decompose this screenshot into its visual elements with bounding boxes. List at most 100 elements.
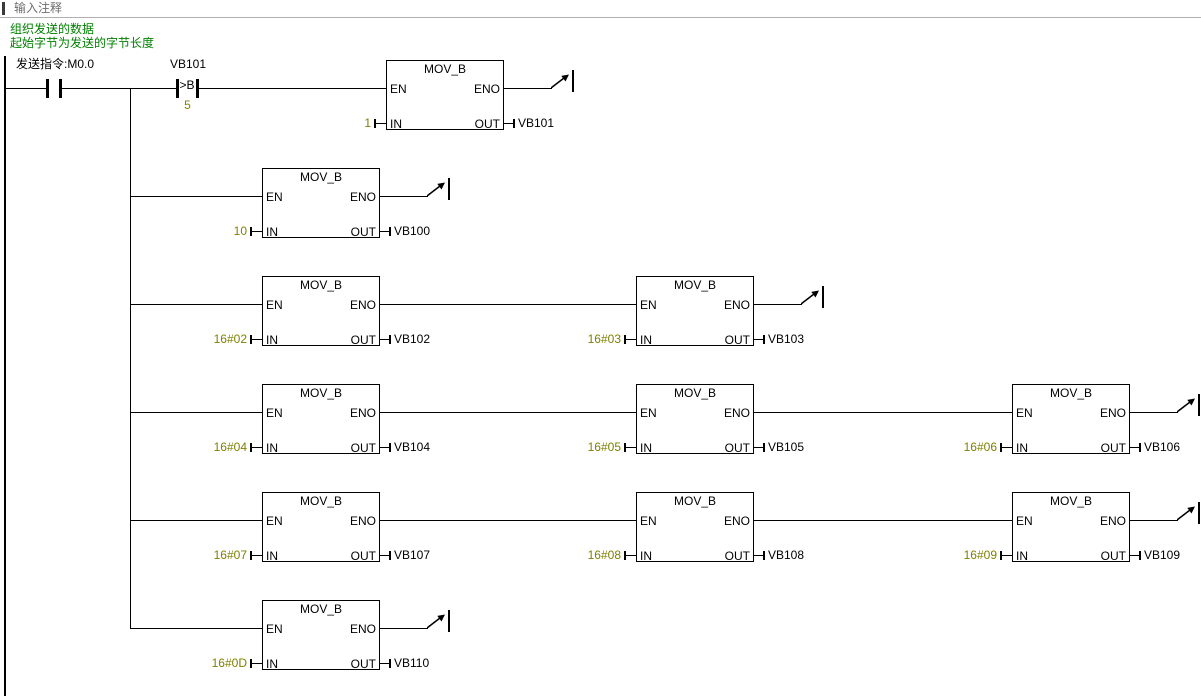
out-operand[interactable]: VB108 (768, 548, 805, 562)
pin-tick (1000, 551, 1002, 560)
continuation-arrow (1177, 394, 1200, 416)
wire (504, 88, 552, 89)
eno-pin-label: ENO (1099, 514, 1126, 528)
movb-block[interactable]: MOV_B EN ENO IN OUT (262, 384, 380, 455)
pin-tick (1000, 443, 1002, 452)
wire (1001, 447, 1012, 448)
in-pin-label: IN (266, 441, 278, 455)
network-comment-line1[interactable]: 组织发送的数据 (10, 22, 95, 36)
block-title: MOV_B (299, 494, 342, 508)
pin-tick (624, 551, 626, 560)
out-operand[interactable]: VB104 (394, 440, 431, 454)
out-operand[interactable]: VB109 (1144, 548, 1181, 562)
en-pin-label: EN (266, 406, 283, 420)
in-pin-label: IN (1016, 441, 1028, 455)
movb-block[interactable]: MOV_B EN ENO IN OUT (636, 492, 754, 563)
in-operand[interactable]: 16#06 (963, 440, 997, 454)
out-operand[interactable]: VB110 (394, 656, 430, 670)
network-comment-line2[interactable]: 起始字节为发送的字节长度 (10, 36, 155, 50)
wire (62, 88, 176, 89)
block-title: MOV_B (299, 278, 342, 292)
out-pin-label: OUT (1100, 441, 1126, 455)
wire (251, 447, 262, 448)
pin-tick (389, 443, 391, 452)
en-pin-label: EN (266, 298, 283, 312)
out-operand[interactable]: VB106 (1144, 440, 1181, 454)
compare-operator: >B (179, 78, 195, 92)
wire (6, 88, 46, 89)
contact-operand[interactable]: 发送指令:M0.0 (16, 57, 95, 71)
wire (130, 520, 262, 521)
movb-block[interactable]: MOV_B EN ENO IN OUT (636, 384, 754, 455)
comment-header-label: 输入注释 (14, 1, 63, 15)
out-operand[interactable]: VB102 (394, 332, 431, 346)
pin-tick (250, 551, 252, 560)
wire (380, 339, 391, 340)
movb-block[interactable]: MOV_B EN ENO IN OUT (262, 600, 380, 671)
wire (754, 555, 765, 556)
wire (251, 555, 262, 556)
continuation-arrow (551, 70, 574, 92)
pin-tick (389, 551, 391, 560)
in-operand[interactable]: 16#05 (587, 440, 621, 454)
eno-pin-label: ENO (1099, 406, 1126, 420)
wire (251, 339, 262, 340)
in-operand[interactable]: 16#07 (213, 548, 247, 562)
wire (754, 447, 765, 448)
out-operand[interactable]: VB107 (394, 548, 431, 562)
en-pin-label: EN (390, 82, 407, 96)
in-operand[interactable]: 16#04 (213, 440, 247, 454)
in-operand[interactable]: 10 (233, 224, 247, 238)
in-operand[interactable]: 16#0D (211, 656, 247, 670)
eno-pin-label: ENO (349, 190, 376, 204)
in-operand[interactable]: 1 (364, 116, 371, 130)
eno-pin-label: ENO (723, 514, 750, 528)
block-title: MOV_B (1049, 386, 1092, 400)
eno-pin-label: ENO (349, 298, 376, 312)
in-operand[interactable]: 16#09 (963, 548, 997, 562)
contact-bar[interactable] (46, 79, 49, 98)
movb-block[interactable]: MOV_B EN ENO IN OUT (262, 492, 380, 563)
compare-operand[interactable]: VB101 (170, 57, 207, 71)
out-pin-label: OUT (724, 441, 750, 455)
compare-bar[interactable] (196, 79, 199, 98)
wire (625, 447, 636, 448)
en-pin-label: EN (1016, 514, 1033, 528)
in-operand[interactable]: 16#08 (587, 548, 621, 562)
in-pin-label: IN (266, 225, 278, 239)
out-operand[interactable]: VB100 (394, 224, 431, 238)
wire (380, 231, 391, 232)
movb-block[interactable]: MOV_B EN ENO IN OUT (262, 276, 380, 347)
out-operand[interactable]: VB105 (768, 440, 805, 454)
block-title: MOV_B (1049, 494, 1092, 508)
in-pin-label: IN (390, 117, 402, 131)
movb-block[interactable]: MOV_B EN ENO IN OUT (636, 276, 754, 347)
movb-block[interactable]: MOV_B EN ENO IN OUT (1012, 492, 1130, 563)
compare-value[interactable]: 5 (184, 98, 191, 112)
in-pin-label: IN (640, 441, 652, 455)
eno-pin-label: ENO (473, 82, 500, 96)
movb-block[interactable]: MOV_B EN ENO IN OUT (1012, 384, 1130, 455)
wire (380, 304, 636, 305)
compare-bar[interactable] (176, 79, 179, 98)
out-pin-label: OUT (1100, 549, 1126, 563)
in-operand[interactable]: 16#02 (213, 332, 247, 346)
out-operand[interactable]: VB101 (518, 116, 555, 130)
out-pin-label: OUT (724, 333, 750, 347)
out-operand[interactable]: VB103 (768, 332, 805, 346)
header-divider (0, 17, 1201, 18)
wire (1130, 447, 1141, 448)
movb-block[interactable]: MOV_B EN ENO IN OUT (262, 168, 380, 239)
pin-tick (250, 227, 252, 236)
in-operand[interactable]: 16#03 (587, 332, 621, 346)
block-title: MOV_B (673, 386, 716, 400)
pin-tick (250, 659, 252, 668)
wire (380, 412, 636, 413)
wire (754, 412, 1012, 413)
movb-block[interactable]: MOV_B EN ENO IN OUT (386, 60, 504, 131)
en-pin-label: EN (1016, 406, 1033, 420)
continuation-arrow (427, 178, 450, 200)
pin-tick (1139, 551, 1141, 560)
pin-tick (1139, 443, 1141, 452)
contact-bar[interactable] (59, 79, 62, 98)
